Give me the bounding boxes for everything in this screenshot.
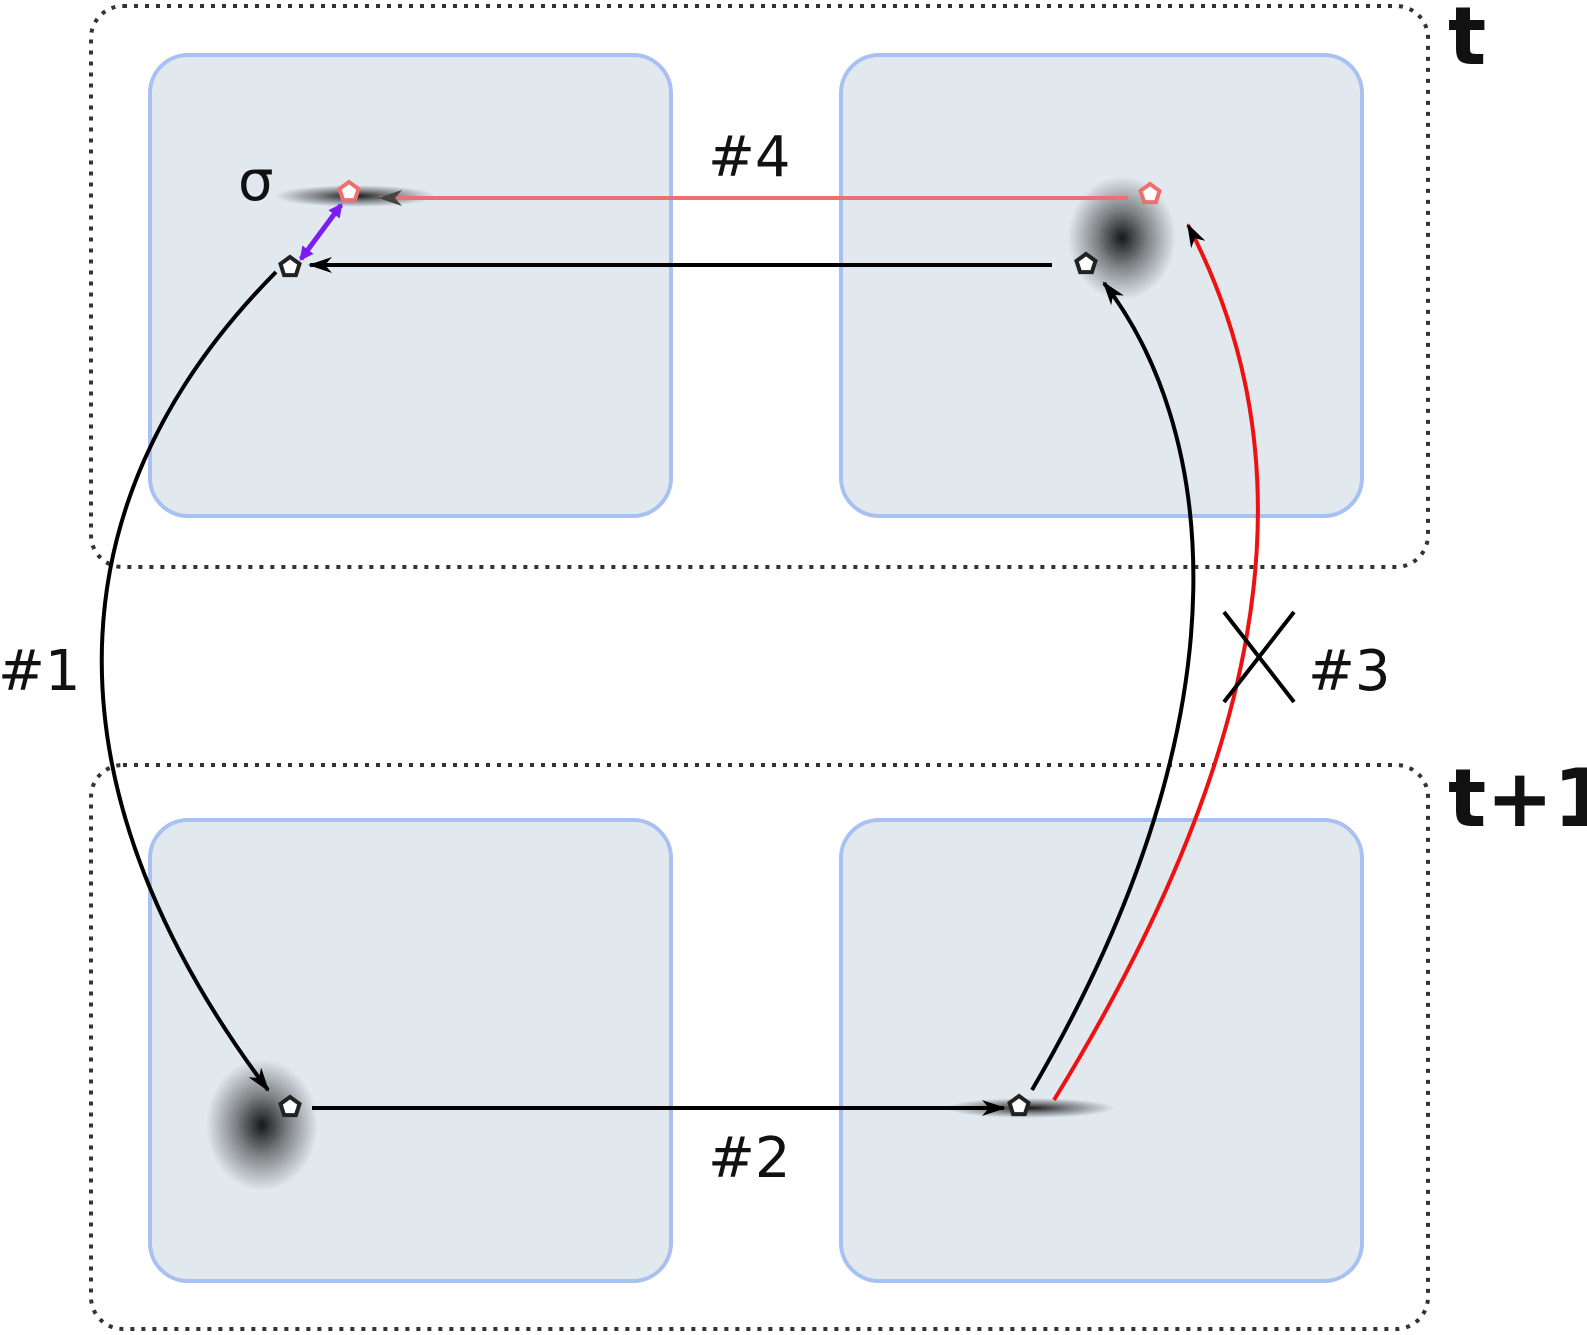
- uncertainty-blob-t1-left: [206, 1059, 318, 1191]
- frame-t-plus-1: [89, 763, 1430, 1331]
- node-t1-left: [278, 1094, 302, 1118]
- panel-t-left: [148, 53, 673, 518]
- distance-arrow: [298, 203, 344, 261]
- node-t-left-projected: [337, 179, 361, 203]
- edge-3-rejected: [1052, 223, 1260, 1102]
- node-t1-right: [1007, 1093, 1031, 1117]
- node-t-right-projected: [1138, 181, 1162, 205]
- edge-label-4: #4: [708, 125, 791, 190]
- edge-label-2: #2: [708, 1126, 791, 1191]
- edge-label-1: #1: [0, 639, 81, 704]
- sigma-label: σ: [238, 149, 274, 214]
- time-label-t-plus-1: t+1: [1448, 752, 1587, 845]
- time-label-t: t: [1448, 0, 1486, 83]
- edge-3-accepted: [1030, 281, 1196, 1092]
- uncertainty-blob-t-right: [1068, 176, 1176, 300]
- panel-t1-right: [839, 818, 1364, 1283]
- node-t-right: [1074, 251, 1098, 275]
- edge-1: [99, 270, 278, 1092]
- panel-t1-left: [148, 818, 673, 1283]
- edge-label-3: #3: [1308, 639, 1391, 704]
- rejection-cross: [1222, 610, 1296, 704]
- node-t-left: [278, 254, 302, 278]
